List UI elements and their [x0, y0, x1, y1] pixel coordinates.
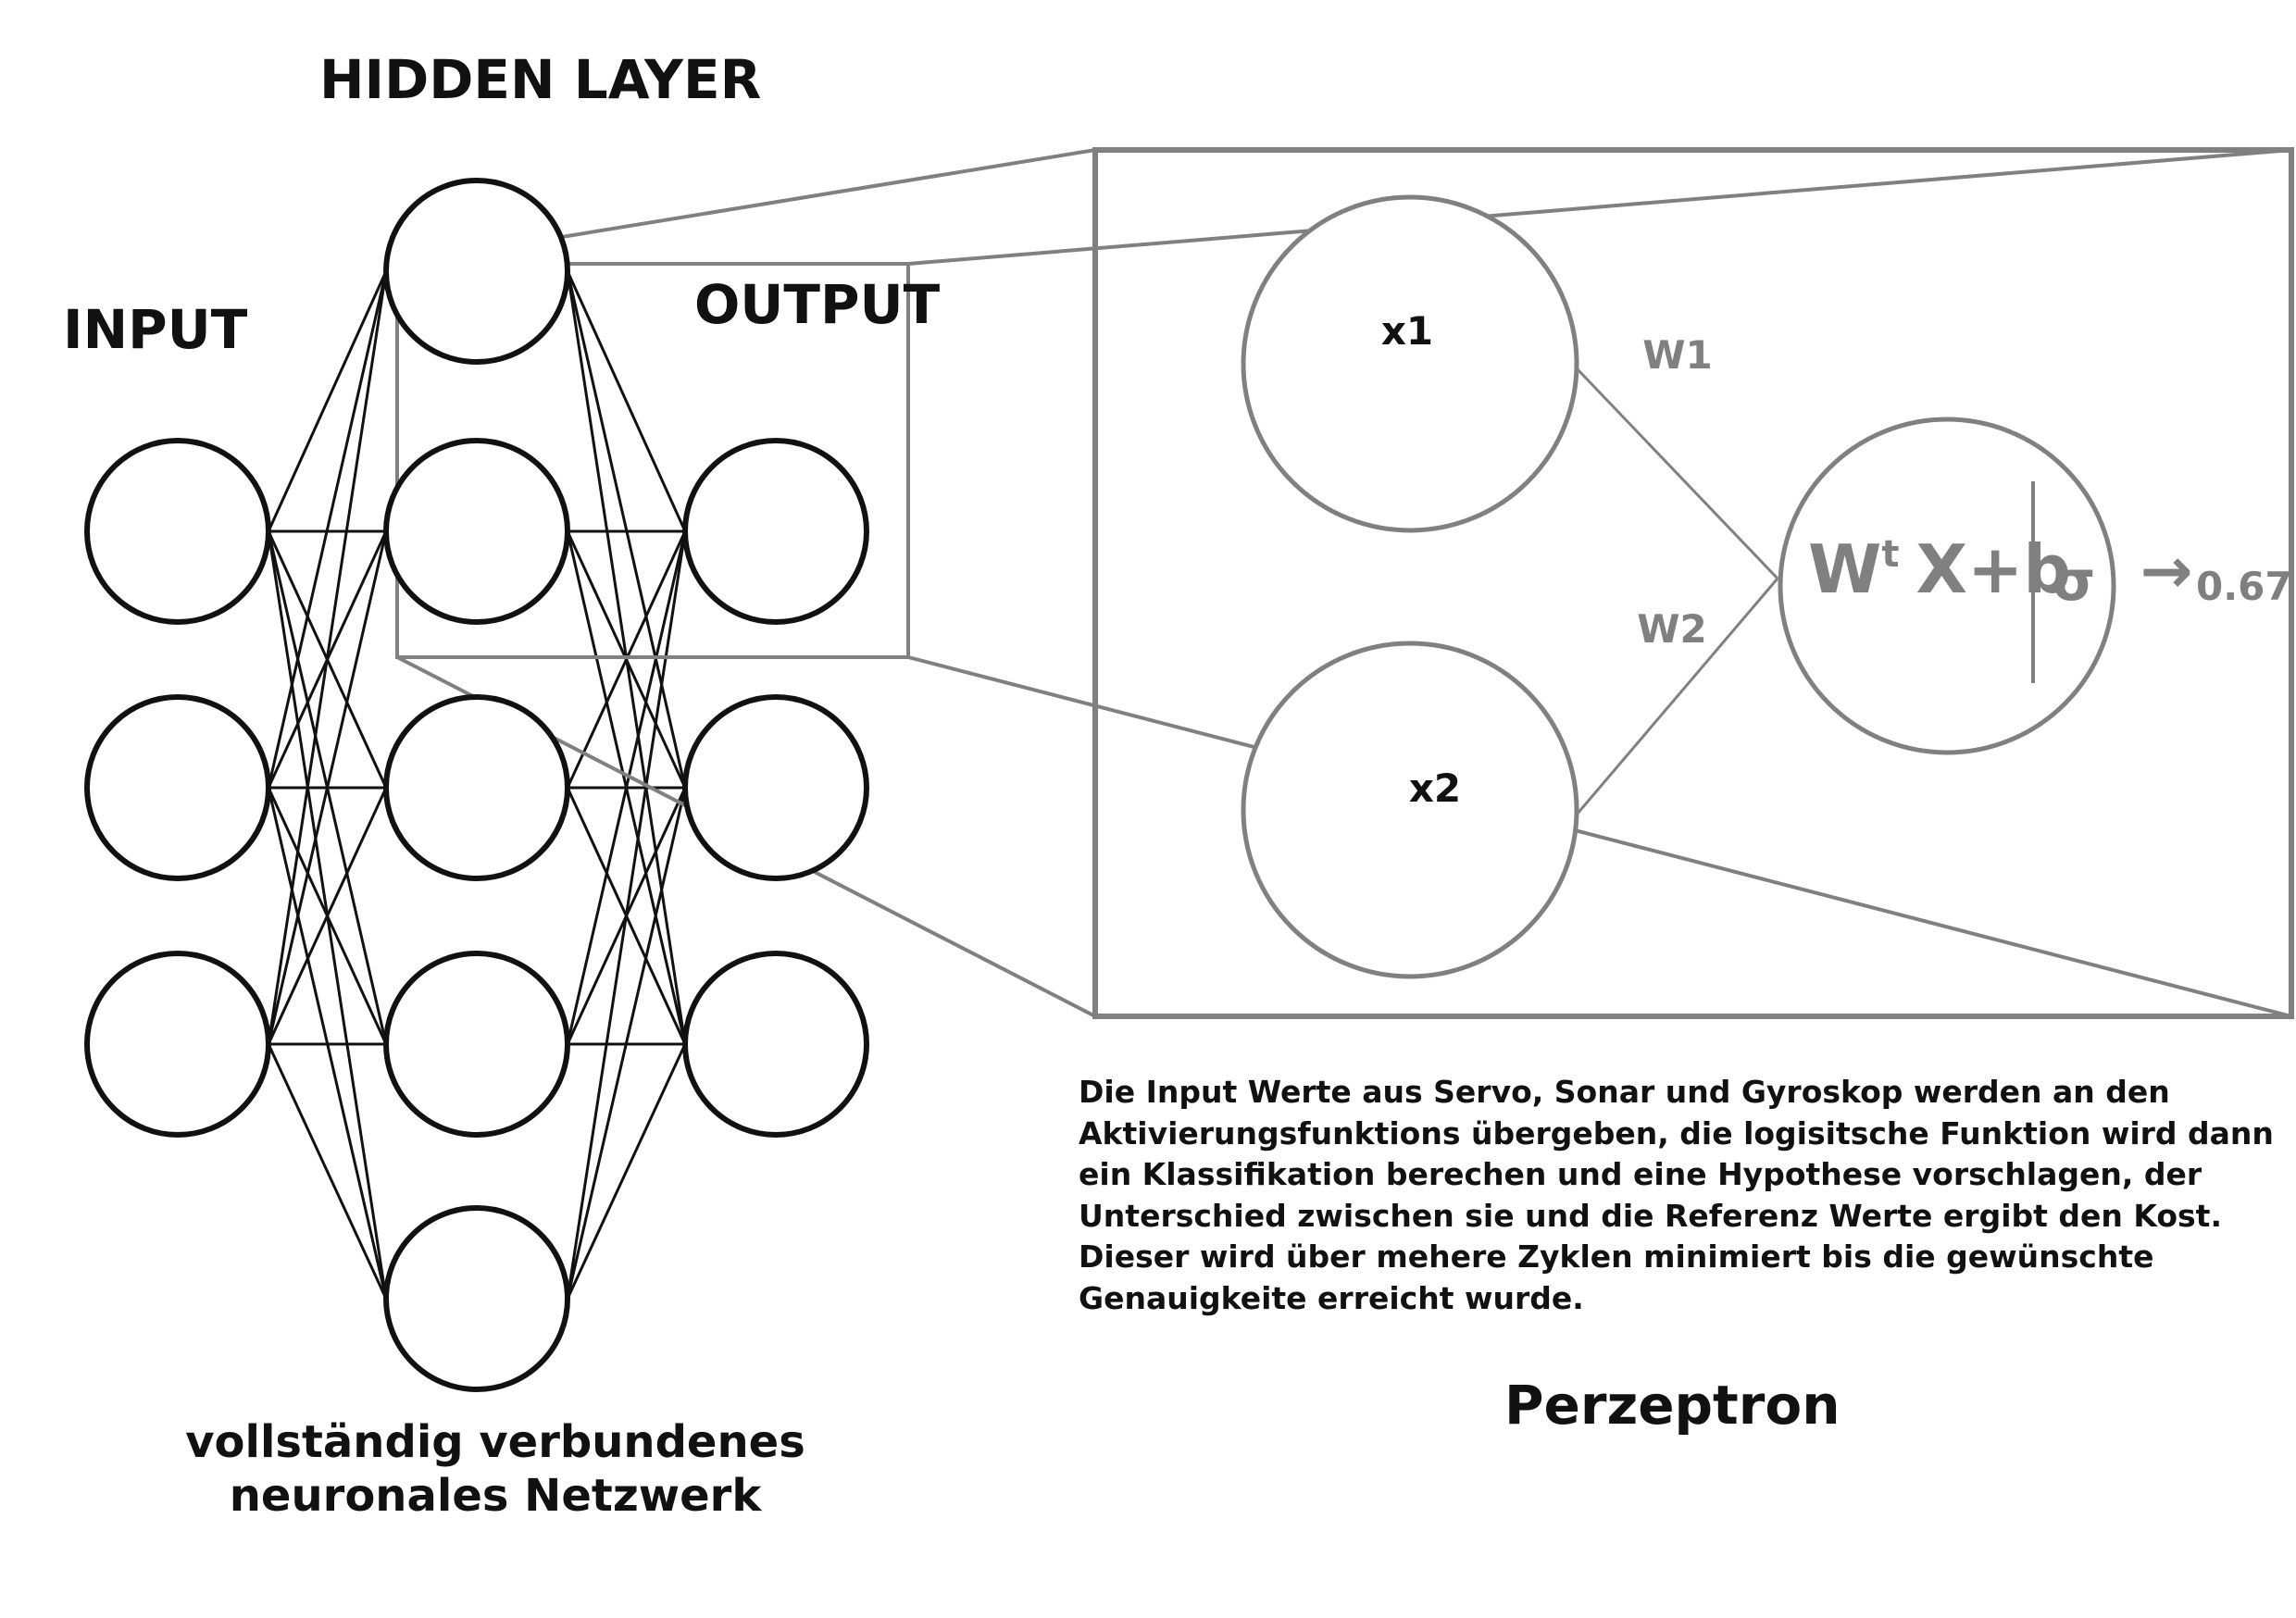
input-label-x2: x2 [1409, 765, 1461, 811]
weight-line-2 [1575, 578, 1779, 815]
input-node-x2 [1241, 641, 1579, 979]
weight-line-1 [1575, 367, 1779, 580]
zoom-line-top-right [907, 148, 2292, 266]
weight-label-w2: W2 [1637, 606, 1707, 652]
formula-transpose: t [1881, 533, 1899, 576]
perceptron-detail: x1 x2 W1 W2 Wt X+b σ → 0.67 [1241, 194, 2292, 979]
connection-l1-4-0 [566, 530, 687, 1300]
hidden-neuron-5 [383, 1205, 570, 1392]
network-neurons [84, 178, 869, 1392]
perceptron-description: Die Input Werte aus Servo, Sonar und Gyr… [1079, 1074, 2274, 1316]
input-neuron-3 [84, 951, 271, 1138]
weight-label-w1: W1 [1642, 332, 1713, 378]
formula-remainder: X+b [1916, 530, 2071, 608]
sigma-symbol: σ [2053, 549, 2096, 614]
perceptron-title: Perzeptron [1504, 1374, 1841, 1437]
connection-l0-0-0 [267, 270, 388, 532]
output-neuron-3 [682, 951, 869, 1138]
output-neuron-1 [682, 438, 869, 625]
connection-l0-2-0 [267, 270, 388, 1045]
connection-l0-1-0 [267, 270, 388, 789]
hidden-neuron-2 [383, 438, 570, 625]
input-layer-label: INPUT [63, 298, 248, 361]
input-neuron-1 [84, 438, 271, 625]
zoom-source-box [395, 262, 910, 659]
input-node-x1 [1241, 194, 1579, 533]
hidden-layer-label: HIDDEN LAYER [319, 48, 762, 111]
connection-l1-0-1 [566, 270, 687, 789]
zoom-line-bottom-right [907, 655, 2292, 1018]
output-value: 0.67 [2196, 564, 2292, 609]
hidden-neuron-4 [383, 951, 570, 1138]
output-layer-label: OUTPUT [694, 273, 941, 336]
connection-l1-2-0 [566, 530, 687, 789]
output-neuron-2 [682, 694, 869, 881]
input-neuron-2 [84, 694, 271, 881]
input-label-x1: x1 [1381, 308, 1433, 354]
output-arrow-icon: → [2140, 535, 2193, 608]
network-caption: vollständig verbundenes neuronales Netzw… [185, 1416, 805, 1522]
connection-l0-2-4 [267, 1043, 388, 1300]
connection-l1-4-2 [566, 1043, 687, 1300]
formula-weight: W [1808, 530, 1881, 608]
connection-l0-2-2 [267, 787, 388, 1045]
perceptron-frame [1092, 147, 2294, 1019]
hidden-neuron-1 [383, 178, 570, 365]
hidden-neuron-3 [383, 694, 570, 881]
formula: Wt X+b [1808, 530, 2071, 608]
activation-node [1778, 417, 2116, 755]
connection-l1-0-0 [566, 270, 687, 532]
